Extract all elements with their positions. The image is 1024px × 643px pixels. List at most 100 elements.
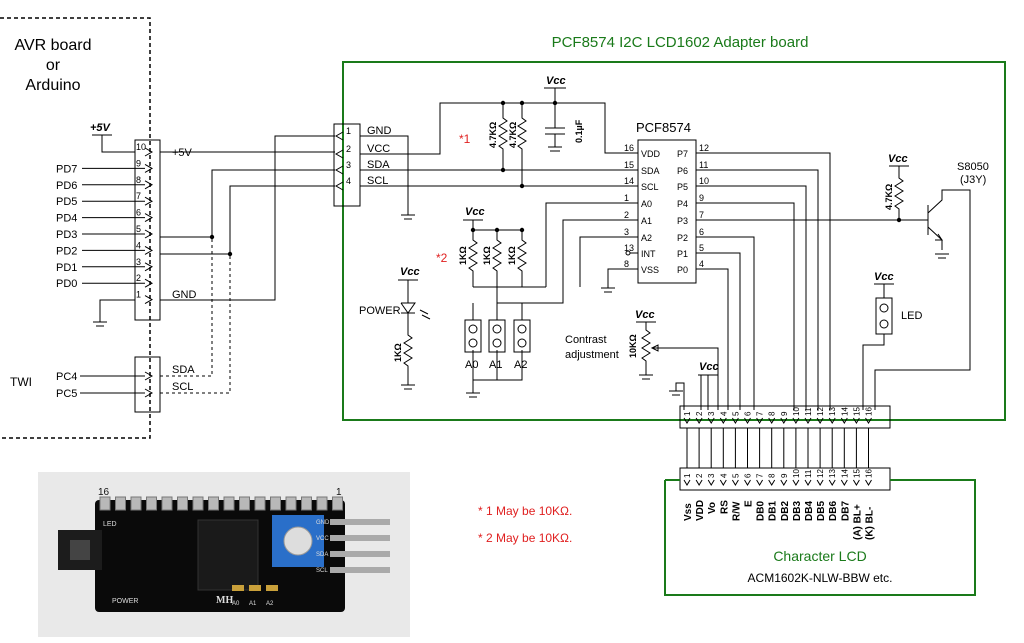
lcd-header-pin-number: 12 (816, 469, 825, 478)
photo-header-pin (332, 496, 343, 511)
avr-5v-wire (92, 134, 135, 153)
lcd-pin-name: Vss (683, 503, 694, 521)
adapter-header-pin-number: 16 (865, 407, 874, 416)
wire-sda-to-adapter (160, 169, 335, 238)
avr-port-label: PD7 (56, 163, 77, 175)
address-resistor-value: 1KΩ (507, 246, 517, 265)
photo-led-label: LED (103, 521, 117, 528)
pot-wiper-arrow (650, 344, 659, 352)
header-interconnect (707, 417, 715, 486)
photo-ic (197, 519, 259, 591)
pullup-r2-value: 4.7KΩ (508, 122, 518, 148)
avr-pin-number: 9 (136, 158, 141, 168)
chip-output-wires (696, 152, 831, 410)
lcd-pin-name: DB1 (768, 501, 779, 521)
photo-side-pin (330, 567, 390, 573)
photo-side-pin-label: SDA (316, 552, 328, 558)
avr-10pin-connector (134, 139, 161, 321)
chip-left-pin-number: 8 (624, 259, 629, 269)
avr-port-label: PD6 (56, 180, 77, 192)
lcd-pin-name: RS (719, 500, 730, 514)
lcd-header-pin-number: 13 (828, 469, 837, 478)
lcd-pin-name: DB5 (816, 501, 827, 521)
chip-left-pin-number: 13 (624, 243, 634, 253)
avr-gnd-wire (93, 299, 135, 327)
header-interconnect (792, 417, 800, 486)
chip-right-pin-name: P4 (677, 199, 688, 209)
avr-port-label: PD2 (56, 245, 77, 257)
adapter-pin-arrow (334, 131, 344, 141)
address-jumper-pin (492, 338, 502, 348)
photo-side-pin (330, 535, 390, 541)
lcd-pin-name: (K) BL- (865, 507, 876, 540)
junction-scl (227, 251, 233, 257)
adapter-header-pin-number: 9 (780, 411, 789, 416)
adapter-header-pin-number: 8 (768, 411, 777, 416)
photo-address-label: A0 (232, 601, 240, 607)
photo-address-label: A2 (266, 601, 274, 607)
address-jumper-pin (492, 324, 502, 334)
header-interconnect (840, 417, 848, 486)
header-interconnect (756, 417, 764, 486)
avr-pin-arrow (144, 245, 154, 255)
twi-sda-label: SDA (172, 364, 195, 376)
lcd-pin-name: DB4 (804, 501, 815, 521)
wire-sda-scl-chip (360, 169, 638, 187)
note-mark-1: *1 (459, 132, 471, 146)
lcd-pin-name: Vo (707, 502, 718, 514)
pcf8574-chip (637, 139, 697, 284)
adapter-header-pin-number: 10 (792, 407, 801, 416)
adapter-pin-number: 1 (346, 126, 351, 136)
photo-header-pin (146, 496, 157, 511)
avr-title-3: Arduino (25, 77, 80, 94)
led-jumper-pin-2 (879, 319, 889, 329)
avr-5v-supply-label: +5V (90, 122, 112, 134)
pullup-resistor-scl (517, 103, 527, 188)
address-resistor (468, 230, 478, 287)
led-jumper-pin-1 (879, 303, 889, 313)
address-jumper-pin (517, 324, 527, 334)
photo-address-label: A1 (249, 601, 257, 607)
npn-transistor (874, 189, 971, 410)
power-led-rays (419, 309, 431, 320)
power-led (398, 279, 418, 330)
adapter-board-outline (342, 61, 1006, 421)
photo-side-pin (330, 519, 390, 525)
lcd-header-pin-number: 9 (780, 473, 789, 478)
lcd-header-pin-number: 6 (744, 473, 753, 478)
photo-pot-knob (283, 526, 313, 556)
pc5-label: PC5 (56, 388, 77, 400)
base-pullup-resistor (889, 165, 909, 220)
address-wires (522, 202, 638, 304)
header-interconnect (816, 417, 824, 486)
address-resistor-value: 1KΩ (482, 246, 492, 265)
adapter-pin-arrow (334, 181, 344, 191)
junction-addr (470, 227, 476, 233)
photo-pin16-label: 16 (98, 487, 110, 498)
photo-power-label: POWER (112, 598, 138, 605)
decoupling-capacitor (545, 103, 565, 152)
note-1: * 1 May be 10KΩ. (478, 504, 572, 518)
photo-header-pin (177, 496, 188, 511)
header-interconnect (744, 417, 751, 486)
avr-pin-number: 3 (136, 257, 141, 267)
photo-header-pin (239, 496, 250, 511)
contrast-label-2: adjustment (565, 349, 619, 361)
net-gnd-label: GND (172, 289, 197, 301)
avr-pin-number: 4 (136, 240, 141, 250)
lcd-header-pin-number: 14 (840, 469, 849, 478)
adapter-header-pin-number: 7 (756, 411, 765, 416)
avr-title-1: AVR board (14, 37, 91, 54)
vcc-power-label: Vcc (400, 266, 420, 278)
adapter-header-pin-number: 12 (816, 407, 825, 416)
lcd-header-pin-number: 10 (792, 469, 801, 478)
chip-right-pin-number: 9 (699, 193, 704, 203)
adapter-header-pin-number: 11 (804, 407, 813, 416)
adapter-pin-arrow (334, 149, 344, 159)
junction-base (896, 217, 902, 223)
